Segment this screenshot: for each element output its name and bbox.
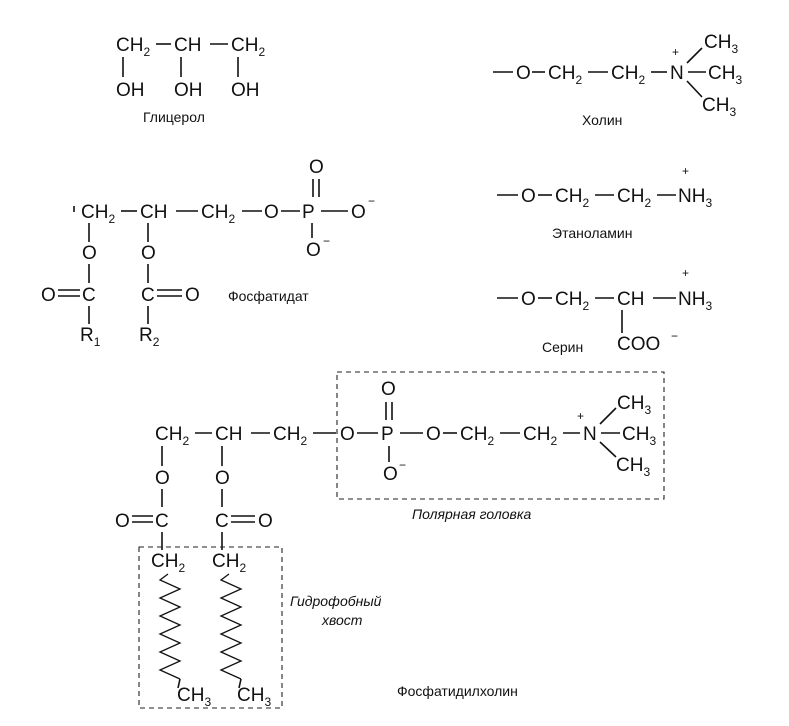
pc-tail2-ch3: CH3 — [237, 685, 271, 709]
tail2-zigzag — [219, 573, 243, 680]
pa-o1: O — [82, 243, 97, 264]
ser-ch2: CH2 — [555, 289, 589, 313]
pc-c2: C — [215, 511, 229, 532]
phosphatidylcholine-structure: CH2 CH CH2 O P O O − O CH2 CH2 N + CH3 C… — [115, 371, 665, 709]
pa-o-top: O — [309, 157, 324, 178]
phosphatidate-label: Фосфатидат — [228, 288, 309, 304]
tail1-end-bond — [177, 678, 181, 689]
pc-o1: O — [155, 468, 170, 489]
tail2-end-bond — [238, 678, 242, 689]
ethanolamine-label: Этаноламин — [552, 225, 632, 241]
pc-minus: − — [399, 458, 406, 472]
choline-n: N — [670, 63, 684, 84]
glycerol-ch2-b: CH2 — [231, 35, 265, 59]
pc-o-ester: O — [340, 424, 355, 445]
pc-c1: C — [155, 511, 169, 532]
pa-c2: C — [141, 285, 155, 306]
etn-plus: + — [682, 164, 689, 178]
pc-ch2-a: CH2 — [155, 424, 189, 448]
ser-minus: − — [671, 329, 678, 343]
phosphatidylcholine-label: Фосфатидилхолин — [397, 683, 518, 699]
pc-bond-me1 — [599, 407, 617, 425]
glycerol-ch: CH — [174, 35, 201, 56]
choline-bond-me3 — [686, 80, 703, 98]
phosphatidate-structure: CH2 CH CH2 O P O O − O − O C O R1 O C O — [41, 157, 375, 349]
choline-ch3-1: CH3 — [704, 32, 738, 56]
choline-ch2-a: CH2 — [548, 63, 582, 87]
tail1-zigzag — [158, 573, 182, 680]
pc-ch3-2: CH3 — [622, 424, 656, 448]
pc-ch: CH — [215, 424, 242, 445]
choline-ch3-3: CH3 — [702, 95, 736, 119]
pc-ch2-c: CH2 — [460, 424, 494, 448]
glycerol-oh-2: OH — [174, 80, 203, 101]
choline-structure: O CH2 CH2 N + CH3 CH3 CH3 Холин — [493, 32, 742, 128]
pa-o-carbonyl1: O — [41, 285, 56, 306]
ser-nh3: NH3 — [678, 289, 712, 313]
pa-o-bottom: O — [306, 240, 321, 261]
pc-o-choline: O — [426, 424, 441, 445]
pc-tail2-ch2: CH2 — [212, 551, 246, 575]
choline-label: Холин — [582, 112, 622, 128]
pc-ch2-b: CH2 — [273, 424, 307, 448]
choline-plus: + — [672, 45, 679, 59]
pc-tail1-ch2: CH2 — [151, 551, 185, 575]
pa-p: P — [302, 202, 315, 223]
ser-ch: CH — [617, 289, 644, 310]
ser-plus: + — [682, 266, 689, 280]
tail-label-line2: хвост — [321, 612, 363, 628]
etn-nh3: NH3 — [678, 186, 712, 210]
polar-head-box — [336, 371, 665, 500]
pc-o-top: O — [381, 379, 396, 400]
pa-c1: C — [82, 285, 96, 306]
pa-ch2-b: CH2 — [201, 202, 235, 226]
pa-o-right: O — [351, 202, 366, 223]
serine-label: Серин — [542, 339, 583, 355]
pc-tail1-ch3: CH3 — [177, 685, 211, 709]
pc-o-carbonyl1: O — [115, 511, 130, 532]
glycerol-oh-1: OH — [116, 80, 145, 101]
pa-ch2-a: CH2 — [81, 202, 115, 226]
ser-coo: COO — [617, 334, 660, 355]
pc-bond-me3 — [599, 441, 617, 458]
pc-o2: O — [215, 468, 230, 489]
pc-o-carbonyl2: O — [258, 511, 273, 532]
serine-structure: O CH2 CH NH3 + COO − Серин — [497, 266, 712, 355]
pc-o-bottom: O — [383, 464, 398, 485]
glycerol-ch2-a: CH2 — [116, 35, 150, 59]
choline-bond-me1 — [686, 47, 703, 64]
ethanolamine-structure: O CH2 CH2 NH3 + Этаноламин — [497, 164, 712, 241]
glycerol-structure: CH2 CH CH2 OH OH OH Глицерол — [116, 35, 265, 125]
glycerol-oh-3: OH — [231, 80, 260, 101]
choline-o: O — [516, 63, 531, 84]
choline-ch3-2: CH3 — [708, 63, 742, 87]
choline-ch2-b: CH2 — [611, 63, 645, 87]
pc-ch2-d: CH2 — [523, 424, 557, 448]
pc-ch3-3: CH3 — [616, 455, 650, 479]
etn-ch2-b: CH2 — [617, 186, 651, 210]
pa-r1: R1 — [80, 325, 101, 349]
pc-ch3-1: CH3 — [617, 393, 651, 417]
glycerol-label: Глицерол — [143, 109, 205, 125]
polar-head-label: Полярная головка — [412, 506, 531, 522]
pa-o-ester: O — [264, 202, 279, 223]
pa-r2: R2 — [139, 325, 160, 349]
etn-ch2-a: CH2 — [555, 186, 589, 210]
tail-label-line1: Гидрофобный — [290, 593, 382, 609]
pa-minus-right: − — [368, 194, 375, 208]
pa-ch: CH — [140, 202, 167, 223]
pa-o2: O — [141, 243, 156, 264]
pc-n: N — [583, 424, 597, 445]
ser-o: O — [521, 289, 536, 310]
pa-o-carbonyl2: O — [185, 285, 200, 306]
pa-minus-bottom: − — [323, 234, 330, 248]
pc-plus: + — [577, 409, 584, 423]
etn-o: O — [521, 186, 536, 207]
pc-p: P — [381, 424, 394, 445]
